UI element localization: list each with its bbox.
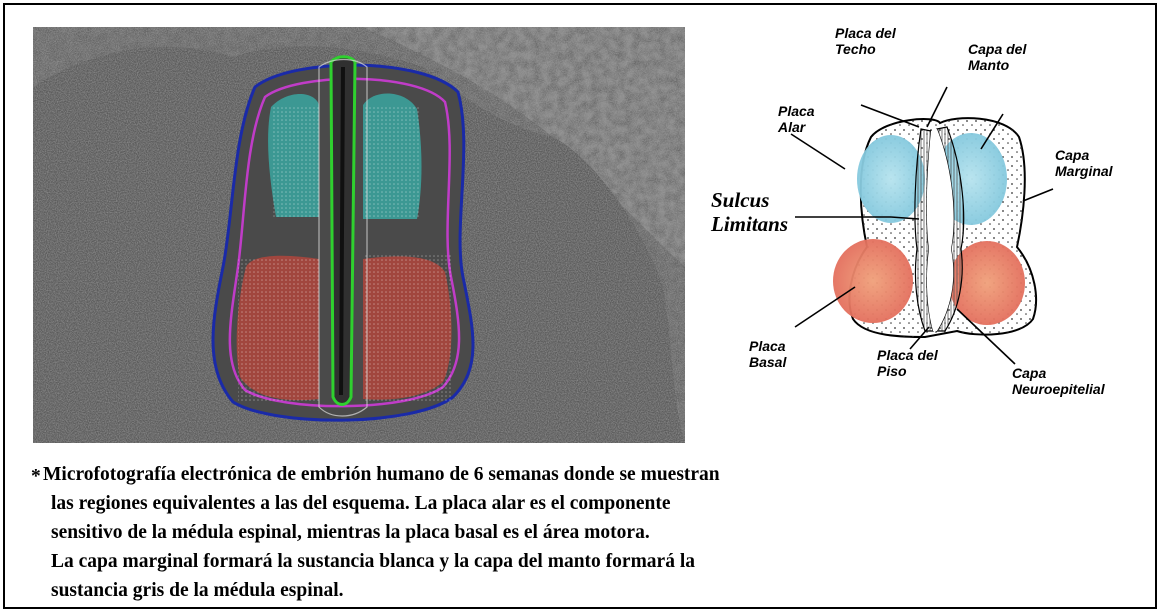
label-capa-manto: Capa del Manto [968,41,1026,73]
caption-line-2: las regiones equivalentes a las del esqu… [43,489,1143,518]
label-capa-neuroepitelial: Capa Neuroepitelial [1012,365,1105,397]
figure-caption: * Microfotografía electrónica de embrión… [43,460,1143,605]
figure-frame: Placa del Techo Capa del Manto Placa Ala… [3,3,1157,609]
caption-asterisk: * [31,462,41,491]
caption-line-4: La capa marginal formará la sustancia bl… [43,547,1143,576]
label-placa-techo: Placa del Techo [835,25,896,57]
label-sulcus-limitans: Sulcus Limitans [711,188,788,236]
label-capa-marginal: Capa Marginal [1055,147,1113,179]
caption-line-3: sensitivo de la médula espinal, mientras… [43,518,1143,547]
electron-micrograph [33,27,685,443]
label-placa-basal: Placa Basal [749,338,786,370]
label-placa-alar: Placa Alar [778,103,815,135]
caption-line-5: sustancia gris de la médula espinal. [43,576,1143,605]
label-placa-piso: Placa del Piso [877,347,938,379]
caption-line-1: Microfotografía electrónica de embrión h… [43,460,1143,489]
